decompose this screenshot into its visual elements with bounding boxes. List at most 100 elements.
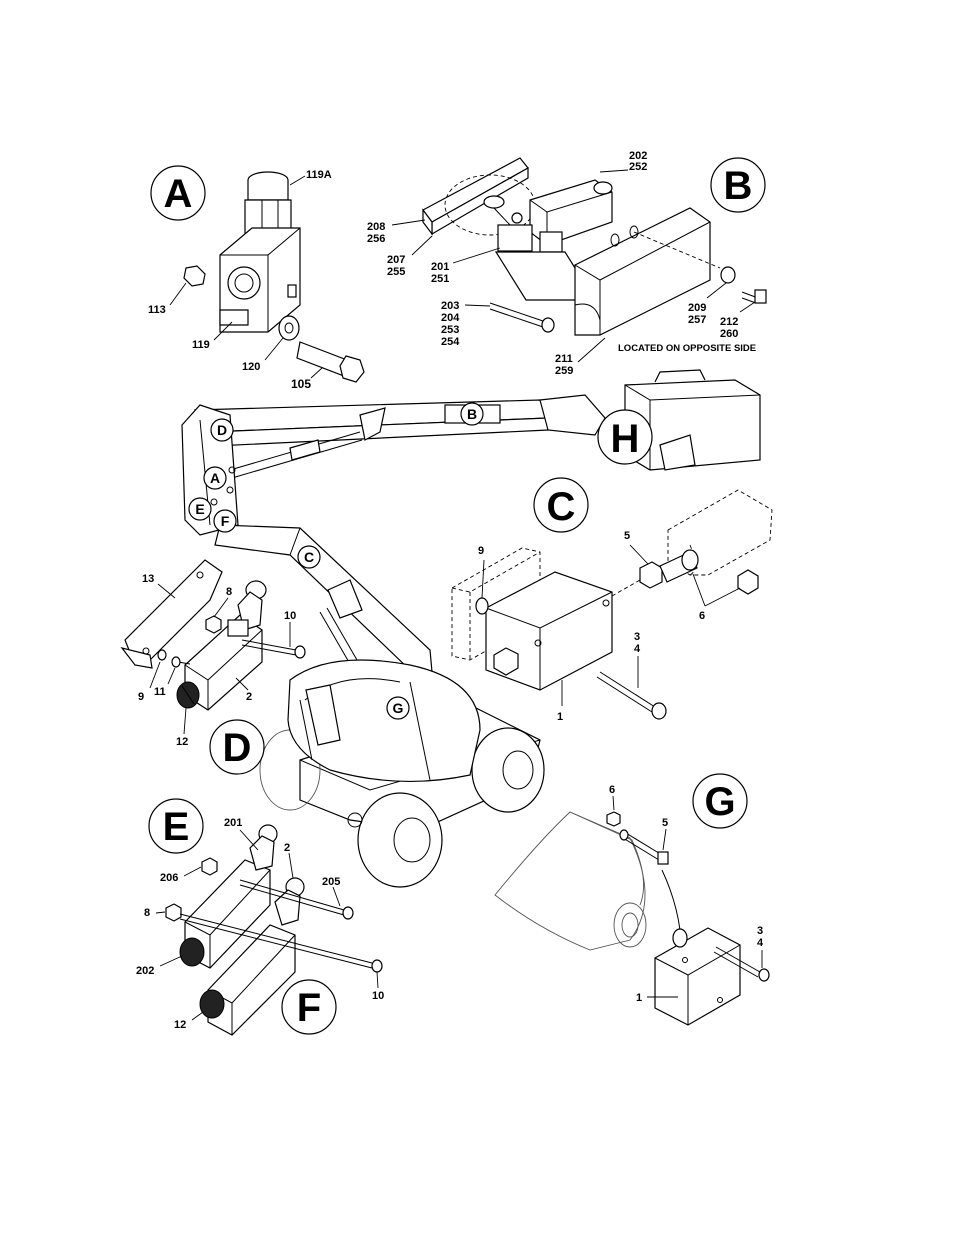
badge-a: A <box>203 466 227 490</box>
label-d-13: 13 <box>142 573 154 585</box>
nut-e-8 <box>165 903 182 922</box>
label-119: 119 <box>192 339 210 351</box>
switch-f-12 <box>199 877 305 1036</box>
svg-text:A: A <box>210 470 220 486</box>
nut-6 <box>737 569 759 595</box>
view-b-circle <box>710 157 766 213</box>
screw-11 <box>171 656 191 668</box>
view-d-circle <box>209 719 265 775</box>
platform <box>624 369 761 471</box>
label-ef-201: 201 <box>224 817 242 829</box>
label-ef-206: 206 <box>160 872 178 884</box>
switch-e-202 <box>179 824 278 969</box>
label-c-4: 4 <box>634 643 641 655</box>
label-253: 253 <box>441 324 459 336</box>
limit-switch-2 <box>184 580 267 711</box>
boom-lift: H <box>181 369 761 888</box>
label-g-3: 3 <box>757 925 763 937</box>
label-259: 259 <box>555 365 573 377</box>
svg-text:C: C <box>304 549 314 565</box>
svg-text:G: G <box>393 700 404 716</box>
view-a: A 119A <box>148 165 365 391</box>
label-d-9: 9 <box>138 691 144 703</box>
limit-switch-202 <box>529 179 613 246</box>
label-ef-12: 12 <box>174 1019 186 1031</box>
label-c-1: 1 <box>557 711 563 723</box>
bracket-13 <box>120 559 223 669</box>
label-203: 203 <box>441 300 459 312</box>
label-207: 207 <box>387 254 405 266</box>
valve-block-119 <box>219 227 301 333</box>
label-c-3: 3 <box>634 631 640 643</box>
tank <box>494 811 647 951</box>
label-256: 256 <box>367 233 385 245</box>
label-c-5: 5 <box>624 530 630 542</box>
label-g-4: 4 <box>757 937 764 949</box>
label-g-5: 5 <box>662 817 668 829</box>
bolt-g-5 <box>619 829 669 865</box>
label-119a: 119A <box>306 169 332 181</box>
view-g-letter: G <box>704 780 735 824</box>
label-202: 202 <box>629 150 647 162</box>
label-255: 255 <box>387 266 405 278</box>
svg-text:D: D <box>217 422 227 438</box>
view-f-letter: F <box>297 986 321 1030</box>
washer-9 <box>475 597 489 615</box>
view-ef: E F <box>136 798 384 1036</box>
label-252: 252 <box>629 161 647 173</box>
switch-block-g-1 <box>654 927 741 1026</box>
view-g: G <box>494 773 770 1026</box>
note-opposite-side: LOCATED ON OPPOSITE SIDE <box>618 343 756 354</box>
view-g-circle <box>692 773 748 829</box>
label-ef-2: 2 <box>284 842 290 854</box>
label-c-6: 6 <box>699 610 705 622</box>
washer-d-9 <box>157 649 167 661</box>
view-d-letter: D <box>223 726 252 770</box>
nut-113 <box>183 265 206 287</box>
switch-arm-201 <box>483 195 563 253</box>
front-wheel <box>357 792 443 888</box>
label-g-1: 1 <box>636 992 642 1004</box>
washer-120 <box>278 315 300 341</box>
view-c-letter: C <box>547 485 576 529</box>
label-211: 211 <box>555 353 573 365</box>
label-120: 120 <box>242 361 260 373</box>
svg-text:F: F <box>221 513 230 529</box>
view-a-circle <box>150 165 206 221</box>
actuator-5 <box>611 549 699 597</box>
view-h-letter: H <box>611 417 640 461</box>
label-d-10: 10 <box>284 610 296 622</box>
view-e-circle <box>148 798 204 854</box>
label-c-9: 9 <box>478 545 484 557</box>
view-b: B <box>367 150 767 377</box>
nut-8 <box>205 615 222 634</box>
bolt-203 <box>489 302 555 333</box>
screw-212 <box>741 289 767 304</box>
view-a-letter: A <box>164 172 193 216</box>
view-f-circle <box>281 979 337 1035</box>
view-d: D <box>120 559 306 775</box>
label-105: 105 <box>291 377 311 391</box>
label-ef-8: 8 <box>144 907 150 919</box>
label-d-11: 11 <box>154 686 166 698</box>
label-d-12: 12 <box>176 736 188 748</box>
bolt-105 <box>296 341 365 383</box>
view-b-letter: B <box>724 164 753 208</box>
label-ef-202: 202 <box>136 965 154 977</box>
label-d-8: 8 <box>226 586 232 598</box>
label-212: 212 <box>720 316 738 328</box>
label-ef-205: 205 <box>322 876 340 888</box>
badge-g: G <box>386 696 410 720</box>
screw-10 <box>241 639 306 659</box>
label-d-2: 2 <box>246 691 252 703</box>
label-254: 254 <box>441 336 460 348</box>
washer-209 <box>720 266 736 284</box>
badge-d: D <box>210 418 234 442</box>
switch-block-1 <box>485 571 613 691</box>
screw-3 <box>596 671 667 720</box>
connector-12 <box>176 681 200 709</box>
label-257: 257 <box>688 314 706 326</box>
label-260: 260 <box>720 328 738 340</box>
label-g-6: 6 <box>609 784 615 796</box>
